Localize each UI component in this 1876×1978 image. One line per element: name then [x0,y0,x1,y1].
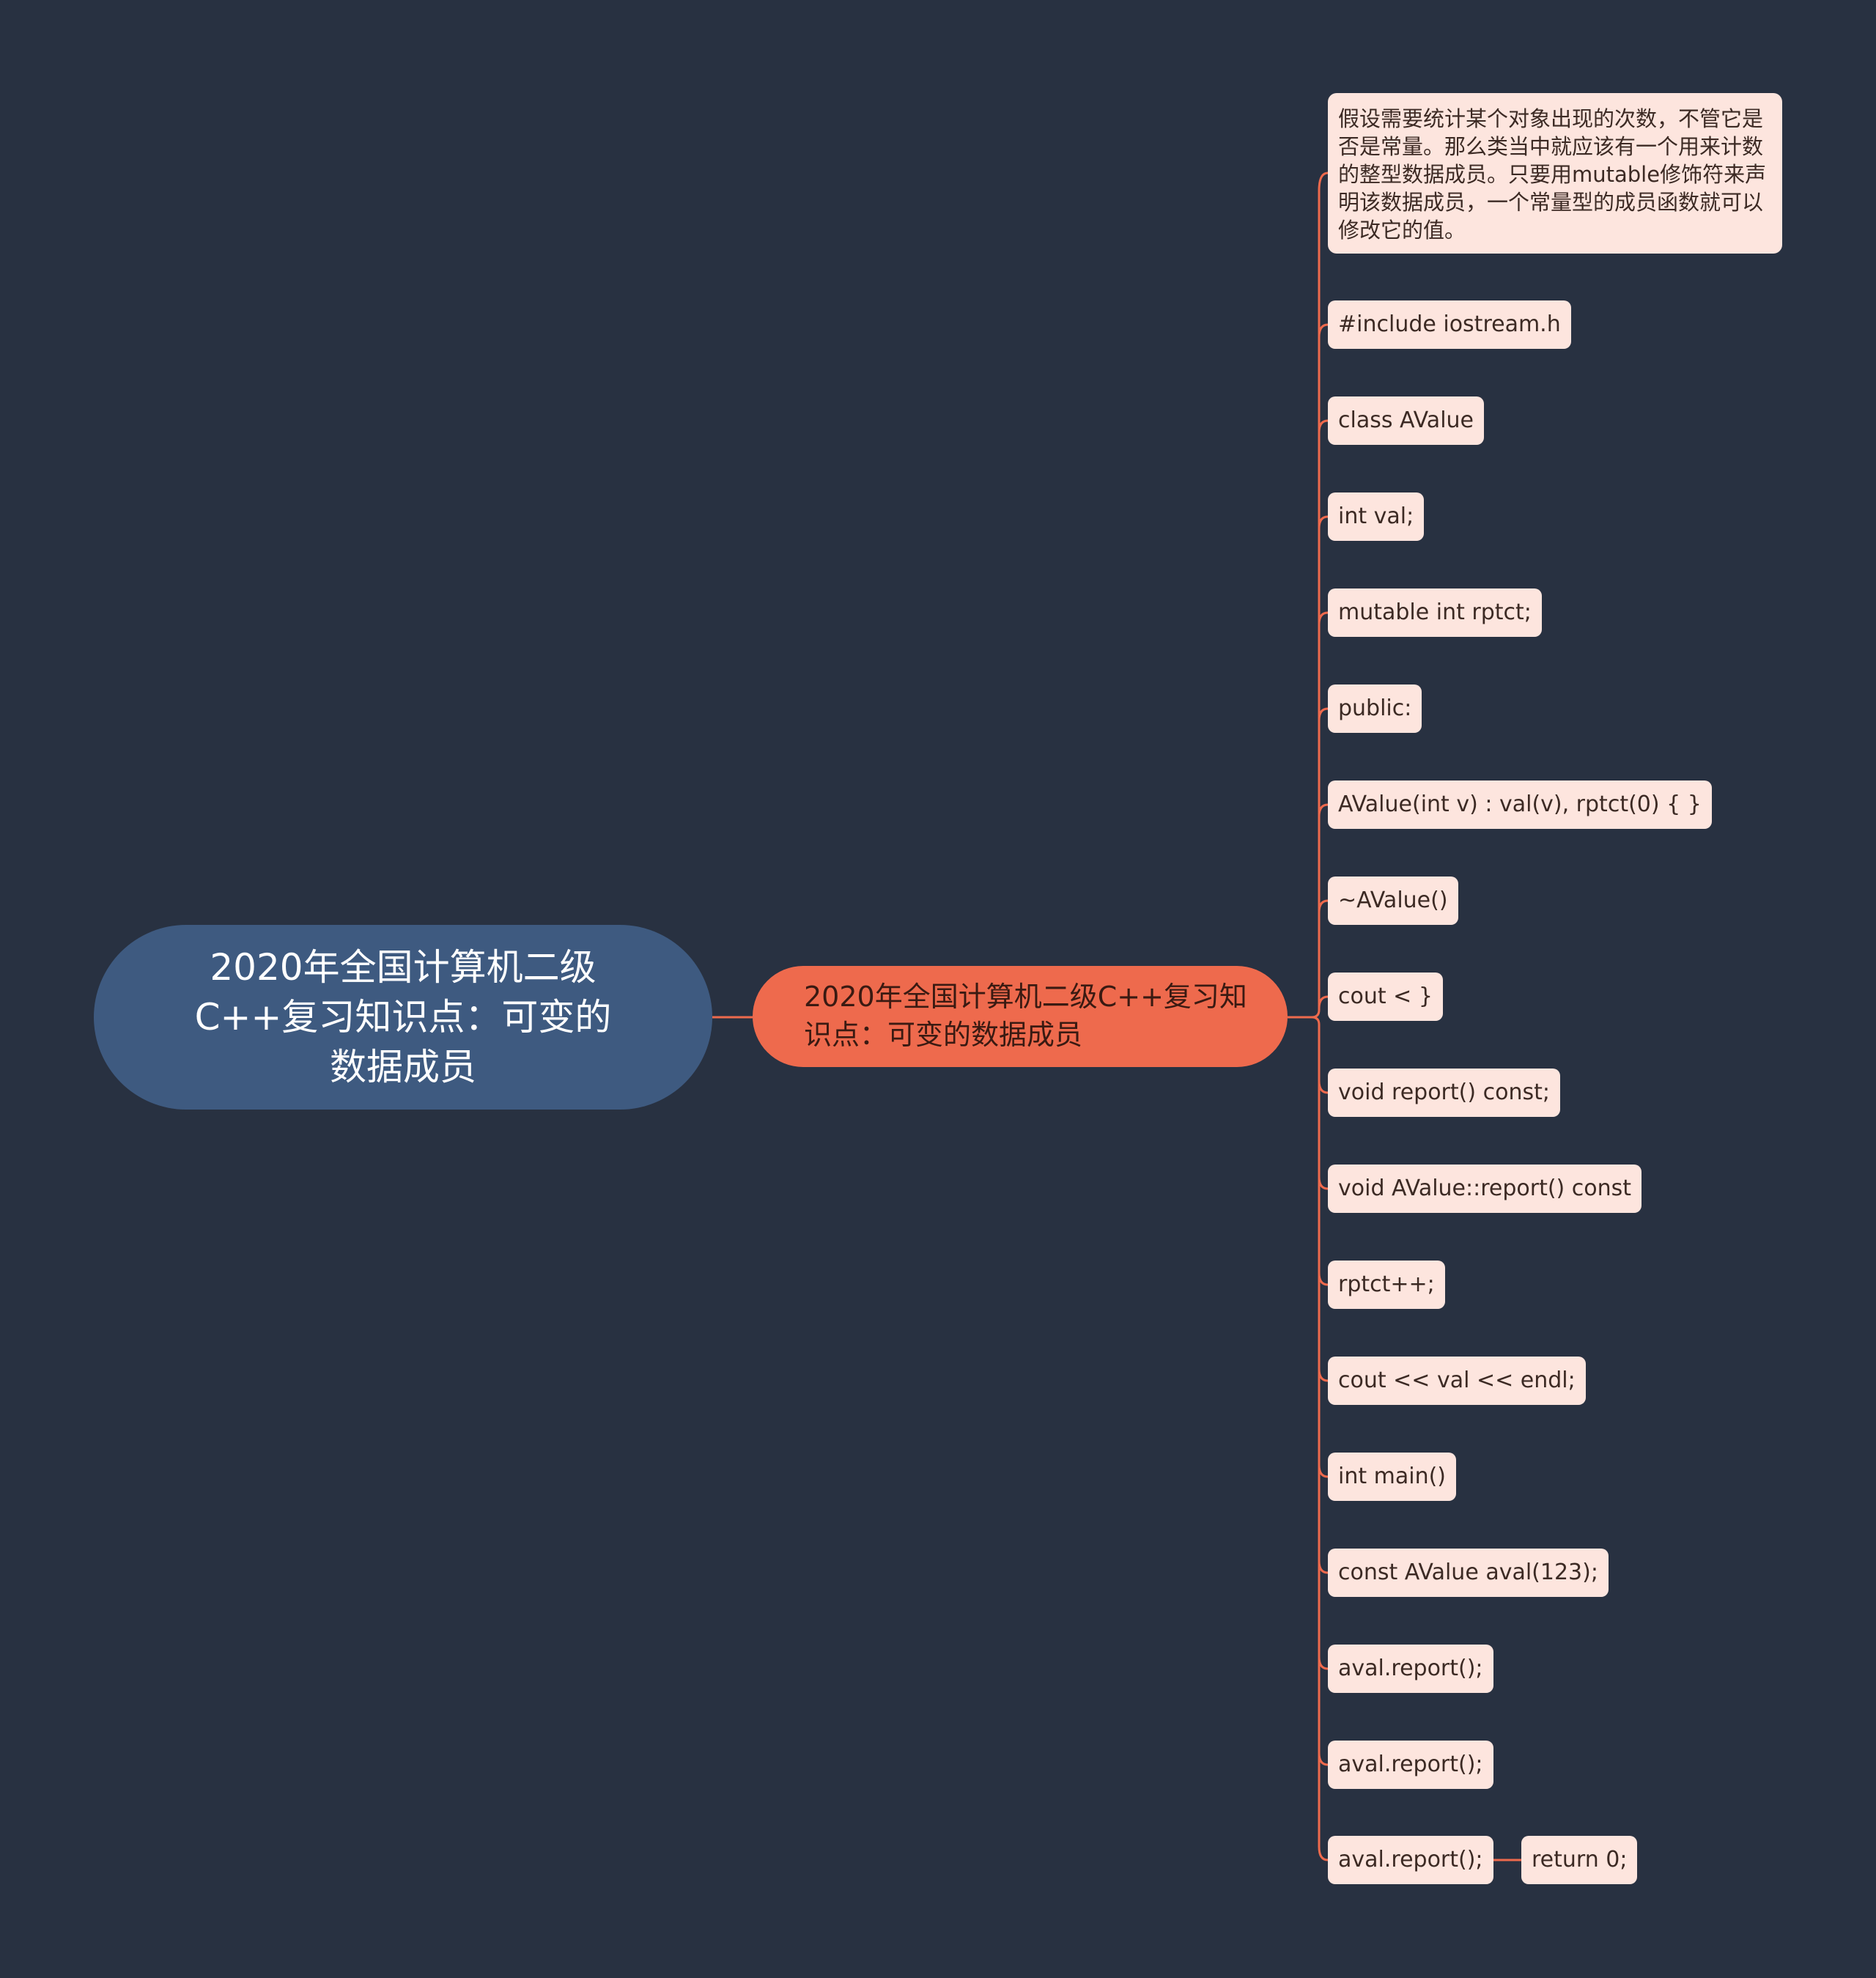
leaf-topic-label: 假设需要统计某个对象出现的次数，不管它是否是常量。那么类当中就应该有一个用来计数… [1338,106,1767,243]
leaf-topic-label: int val; [1338,503,1414,529]
leaf-topic-label: cout << val << endl; [1338,1368,1576,1393]
branch-to-leaf-connector [1318,1176,1329,1190]
leaf-topic[interactable]: AValue(int v) : val(v), rptct(0) { } [1328,781,1712,829]
leaf-topic[interactable]: void report() const; [1328,1069,1560,1117]
leaf-topic-label: aval.report(); [1338,1752,1483,1777]
branch-to-leaf-connector [1318,611,1329,625]
branch-to-leaf-connector [1318,1752,1329,1766]
leaf-topic[interactable]: cout << val << endl; [1328,1357,1586,1405]
branch-topic-label: 2020年全国计算机二级C++复习知识点：可变的数据成员 [804,981,1247,1051]
root-topic[interactable]: 2020年全国计算机二级C++复习知识点：可变的数据成员 [94,925,712,1110]
leaf-topic[interactable]: void AValue::report() const [1328,1165,1642,1213]
leaf-topic[interactable]: mutable int rptct; [1328,588,1542,637]
branch-to-leaf-connector [1318,515,1329,529]
branch-to-leaf-connector [1318,707,1329,721]
branch-to-leaf-connector [1318,899,1329,913]
leaf-topic-label: void report() const; [1338,1080,1550,1105]
leaf-topic[interactable]: int main() [1328,1453,1457,1501]
leaf-topic-label: aval.report(); [1338,1656,1483,1681]
leaf-topic-label: ~AValue() [1338,887,1448,913]
leaf-topic[interactable]: const AValue aval(123); [1328,1549,1609,1597]
leaf-topic-label: public: [1338,695,1412,721]
leaf-topic-label: #include iostream.h [1338,311,1561,337]
branch-to-leaf-connector [1318,419,1329,433]
sub-leaf-topic-label: return 0; [1532,1847,1628,1872]
branch-to-leaf-connector [1318,1368,1329,1382]
leaf-topic-label: void AValue::report() const [1338,1176,1632,1201]
leaf-topic[interactable]: rptct++; [1328,1261,1445,1309]
leaf-topic-label: class AValue [1338,407,1474,433]
sub-leaf-topic[interactable]: return 0; [1521,1836,1638,1884]
branch-to-leaf-connector [1318,1560,1329,1574]
leaf-topic[interactable]: aval.report(); [1328,1836,1493,1884]
leaf-topic-label: AValue(int v) : val(v), rptct(0) { } [1338,791,1702,817]
leaf-topic[interactable]: aval.report(); [1328,1741,1493,1789]
branch-to-leaf-connector [1318,803,1329,817]
branch-to-leaf-connector [1318,1656,1329,1670]
leaf-topic[interactable]: ~AValue() [1328,877,1458,925]
leaf-topic[interactable]: class AValue [1328,396,1484,445]
branch-to-leaf-connector [1318,323,1329,338]
branch-to-leaf-connector [1288,171,1329,1019]
leaf-topic[interactable]: cout < } [1328,973,1443,1021]
leaf-topic-description[interactable]: 假设需要统计某个对象出现的次数，不管它是否是常量。那么类当中就应该有一个用来计数… [1328,93,1782,254]
leaf-topic-label: aval.report(); [1338,1847,1483,1872]
branch-to-leaf-connector [1311,1016,1329,1861]
leaf-topic[interactable]: #include iostream.h [1328,300,1571,349]
leaf-topic-label: rptct++; [1338,1272,1435,1297]
root-topic-label: 2020年全国计算机二级C++复习知识点：可变的数据成员 [194,946,612,1088]
branch-topic[interactable]: 2020年全国计算机二级C++复习知识点：可变的数据成员 [753,966,1288,1067]
branch-to-leaf-connector [1318,1464,1329,1478]
leaf-topic[interactable]: aval.report(); [1328,1645,1493,1693]
leaf-topic-label: int main() [1338,1464,1447,1489]
leaf-topic-label: cout < } [1338,984,1433,1009]
leaf-topic-label: mutable int rptct; [1338,599,1532,625]
leaf-topic[interactable]: int val; [1328,492,1425,541]
leaf-topic[interactable]: public: [1328,684,1422,733]
leaf-topic-label: const AValue aval(123); [1338,1560,1598,1585]
branch-to-leaf-connector [1318,995,1329,1009]
branch-to-leaf-connector [1318,1080,1329,1094]
branch-to-leaf-connector [1318,1272,1329,1286]
